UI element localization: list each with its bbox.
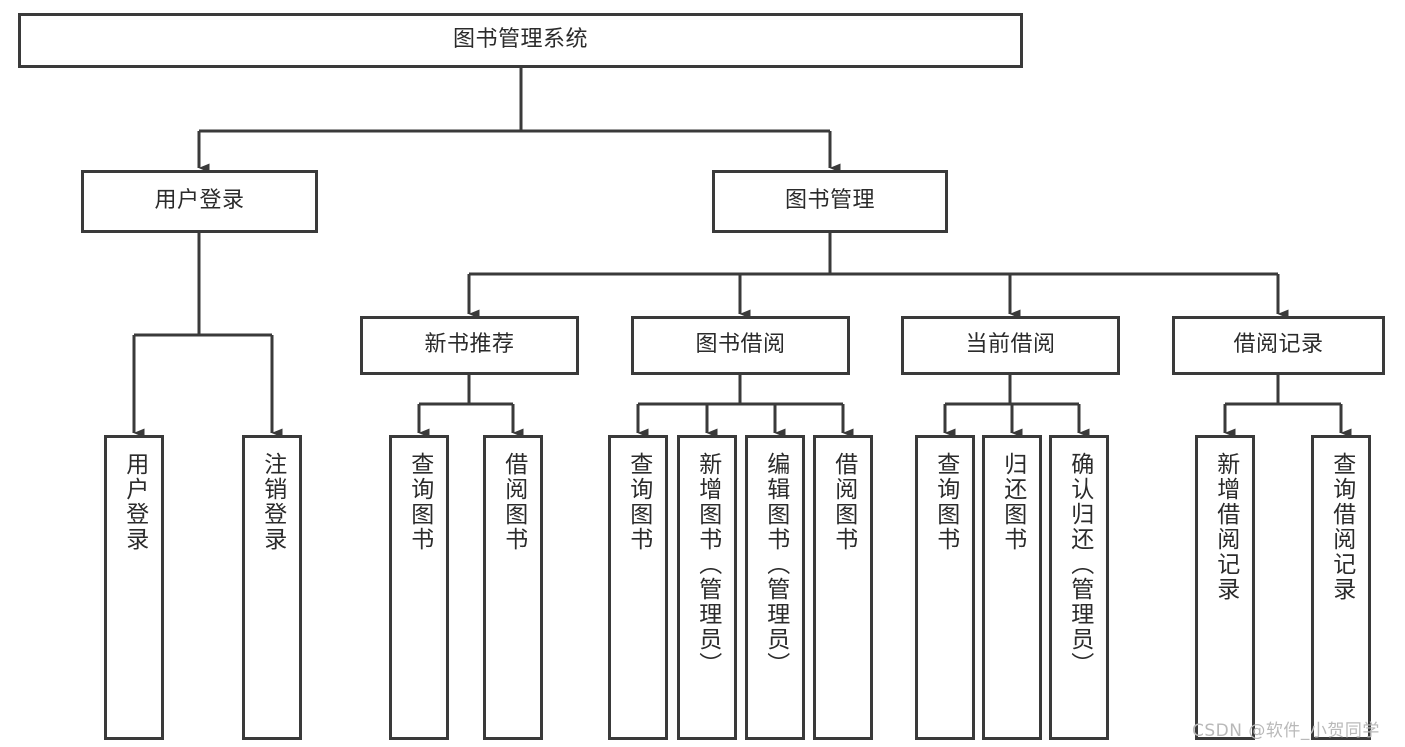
node-leaf-user-login-label: 用户登录 — [121, 452, 148, 552]
node-leaf-bb-query-book[interactable]: 查询图书 — [608, 435, 668, 740]
node-current-borrow-label: 当前借阅 — [965, 332, 1056, 358]
node-book-manage-label: 图书管理 — [784, 188, 875, 214]
node-leaf-user-logout[interactable]: 注销登录 — [242, 435, 302, 740]
node-leaf-rec-borrow-book[interactable]: 借阅图书 — [483, 435, 543, 740]
node-leaf-br-add-record[interactable]: 新增借阅记录 — [1195, 435, 1255, 740]
node-leaf-bb-edit-book-label: 编辑图书（管理员） — [762, 452, 789, 677]
node-new-book-rec-label: 新书推荐 — [424, 332, 515, 358]
node-leaf-bb-edit-book[interactable]: 编辑图书（管理员） — [745, 435, 805, 740]
node-leaf-cb-return-book-label: 归还图书 — [999, 452, 1026, 552]
node-leaf-user-login[interactable]: 用户登录 — [104, 435, 164, 740]
node-new-book-rec[interactable]: 新书推荐 — [360, 316, 579, 375]
node-leaf-br-query-record-label: 查询借阅记录 — [1328, 452, 1355, 602]
node-leaf-cb-return-book[interactable]: 归还图书 — [982, 435, 1042, 740]
node-leaf-bb-query-book-label: 查询图书 — [625, 452, 652, 552]
node-leaf-user-logout-label: 注销登录 — [259, 452, 286, 552]
node-root-system[interactable]: 图书管理系统 — [18, 13, 1023, 68]
node-borrow-record-label: 借阅记录 — [1233, 332, 1324, 358]
node-current-borrow[interactable]: 当前借阅 — [901, 316, 1120, 375]
node-book-borrow[interactable]: 图书借阅 — [631, 316, 850, 375]
node-book-borrow-label: 图书借阅 — [695, 332, 786, 358]
node-leaf-bb-borrow-book[interactable]: 借阅图书 — [813, 435, 873, 740]
node-book-manage[interactable]: 图书管理 — [712, 170, 948, 233]
node-leaf-rec-query-book-label: 查询图书 — [406, 452, 433, 552]
node-user-login[interactable]: 用户登录 — [81, 170, 318, 233]
node-leaf-cb-query-book-label: 查询图书 — [932, 452, 959, 552]
node-leaf-bb-borrow-book-label: 借阅图书 — [830, 452, 857, 552]
node-leaf-cb-confirm-return[interactable]: 确认归还（管理员） — [1049, 435, 1109, 740]
node-leaf-bb-add-book[interactable]: 新增图书（管理员） — [677, 435, 737, 740]
node-leaf-bb-add-book-label: 新增图书（管理员） — [694, 452, 721, 677]
node-leaf-cb-confirm-return-label: 确认归还（管理员） — [1066, 452, 1093, 677]
node-borrow-record[interactable]: 借阅记录 — [1172, 316, 1385, 375]
node-leaf-rec-borrow-book-label: 借阅图书 — [500, 452, 527, 552]
node-leaf-rec-query-book[interactable]: 查询图书 — [389, 435, 449, 740]
node-root-label: 图书管理系统 — [452, 27, 588, 53]
node-user-login-label: 用户登录 — [154, 188, 245, 214]
node-leaf-cb-query-book[interactable]: 查询图书 — [915, 435, 975, 740]
node-leaf-br-add-record-label: 新增借阅记录 — [1212, 452, 1239, 602]
node-leaf-br-query-record[interactable]: 查询借阅记录 — [1311, 435, 1371, 740]
